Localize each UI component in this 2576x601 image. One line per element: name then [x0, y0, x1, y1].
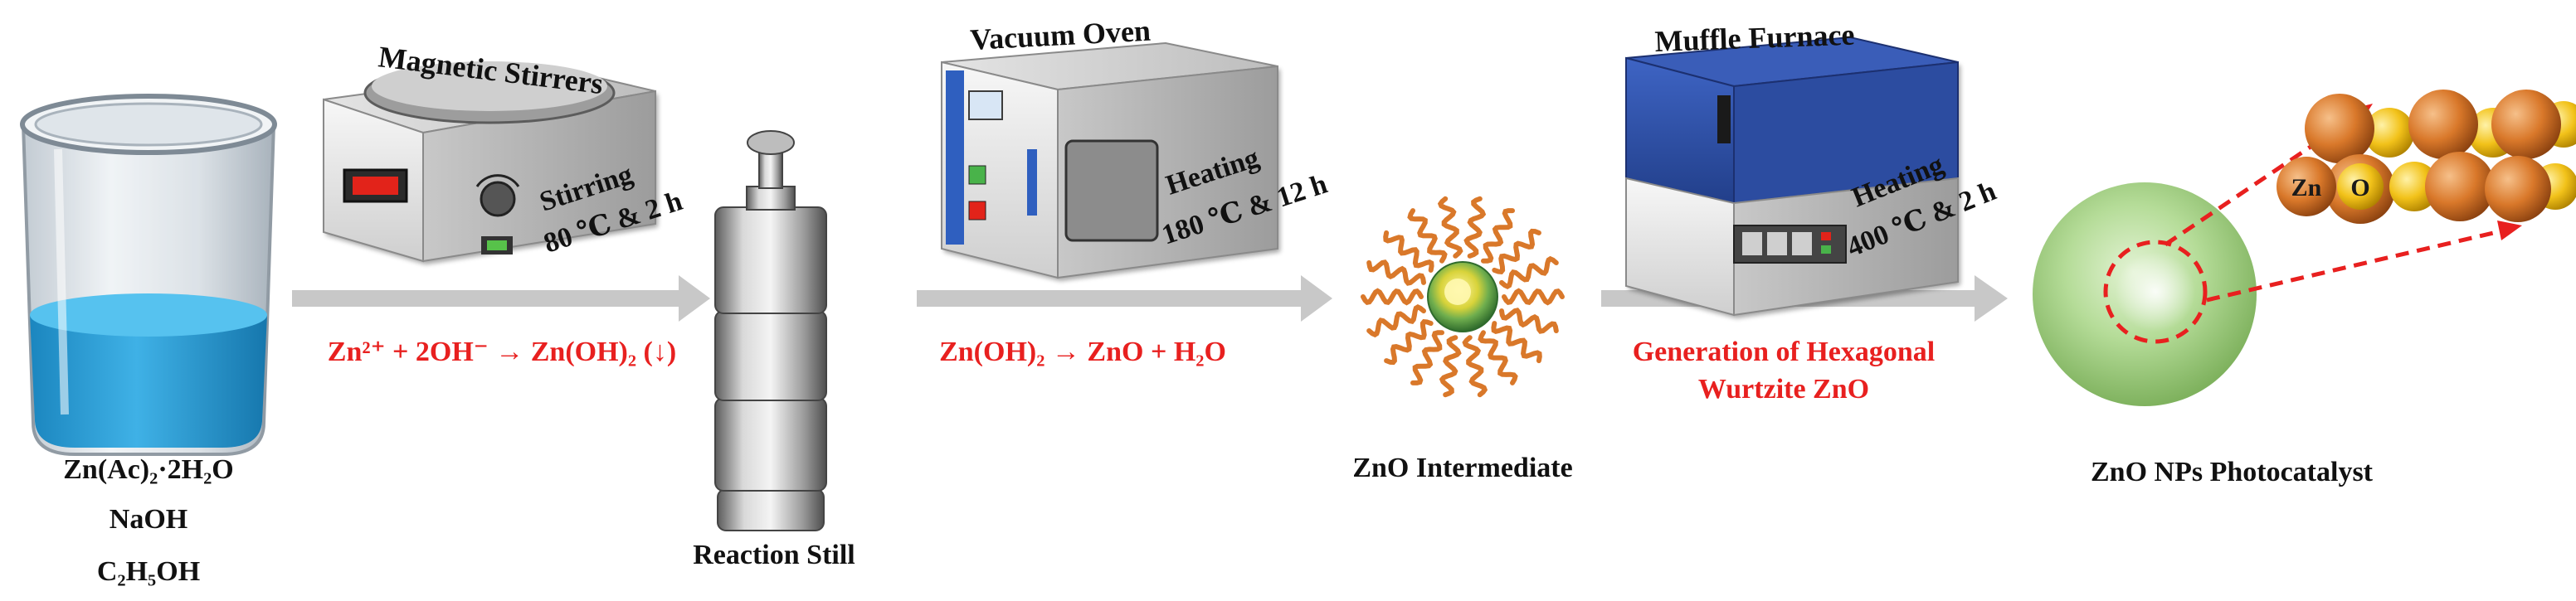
oven-window: [1064, 139, 1159, 242]
intermediate-spike: [1407, 208, 1448, 264]
intermediate-spike: [1366, 304, 1426, 338]
intermediate-spike: [1499, 308, 1559, 334]
intermediate-spike: [1499, 255, 1559, 289]
lattice-zn-atom: [2491, 90, 2561, 159]
intermediate-spike: [1462, 335, 1488, 398]
intermediate-spike: [1491, 321, 1542, 364]
intermediate-spike: [1502, 288, 1565, 306]
stirrer-knob: [480, 181, 516, 217]
lattice-zn-label: Zn: [2291, 174, 2322, 201]
lattice-zn-label-atom: [2277, 157, 2336, 216]
step3-note-line-2: Wurtzite ZnO: [1698, 374, 1869, 405]
lattice-zn-atom: [2408, 90, 2478, 159]
step3-note-line-1: Generation of Hexagonal: [1633, 337, 1936, 367]
step2-reaction: Zn(OH)₂ → ZnO + H₂O: [939, 337, 1226, 367]
intermediate-spike: [1437, 196, 1463, 259]
vacuum-oven: [941, 41, 1278, 279]
intermediate-spike: [1366, 259, 1426, 286]
beaker-liquid: [30, 315, 267, 448]
lattice-zn-atom: [2305, 94, 2374, 163]
reagent-line-1: Zn(Ac)₂·2H₂O: [63, 454, 234, 485]
furnace-control-panel: [1733, 225, 1847, 264]
reagent-line-3: C₂H₅OH: [97, 556, 200, 587]
intermediate-spike: [1384, 318, 1434, 366]
lattice-zn-atom: [2485, 156, 2551, 222]
lattice-o-atom: [2364, 108, 2414, 158]
oven-display: [968, 90, 1003, 120]
zoom-line-upper: [2164, 114, 2358, 247]
muffle-furnace: [1625, 36, 1959, 317]
arrow-step1: [292, 275, 710, 322]
furnace-title: Muffle Furnace: [1654, 18, 1855, 58]
intermediate-spike: [1463, 196, 1487, 259]
intermediate-spike: [1410, 330, 1444, 385]
reaction-still: [714, 130, 827, 531]
furnace-handle: [1717, 95, 1731, 143]
wurtzite-lattice: [2277, 90, 2576, 224]
zoom-circle: [2103, 240, 2208, 344]
product-label: ZnO NPs Photocatalyst: [2091, 457, 2374, 487]
reaction-still-label: Reaction Still: [693, 540, 855, 570]
intermediate-spike: [1383, 230, 1434, 273]
step1-reaction: Zn²⁺ + 2OH⁻ → Zn(OH)₂ (↓): [328, 337, 676, 367]
intermediate-spike: [1478, 330, 1518, 385]
lattice-o-label: O: [2350, 174, 2369, 201]
reagent-line-2: NaOH: [110, 504, 187, 535]
intermediate-spike: [1481, 208, 1515, 264]
zoom-line-lower: [2206, 228, 2505, 303]
zno-intermediate: [1361, 196, 1565, 398]
intermediate-spike: [1361, 288, 1424, 306]
oven-handle: [1027, 149, 1037, 216]
intermediate-label: ZnO Intermediate: [1352, 453, 1572, 483]
lattice-zn-atom: [2425, 152, 2495, 221]
arrow-step2: [917, 275, 1332, 322]
beaker: [20, 94, 277, 456]
intermediate-spike: [1492, 228, 1541, 275]
lattice-o-atom: [2389, 162, 2439, 211]
lattice-o-label-atom: [2337, 163, 2384, 210]
intermediate-spike: [1439, 335, 1462, 398]
magnetic-stirrer: [323, 61, 656, 263]
